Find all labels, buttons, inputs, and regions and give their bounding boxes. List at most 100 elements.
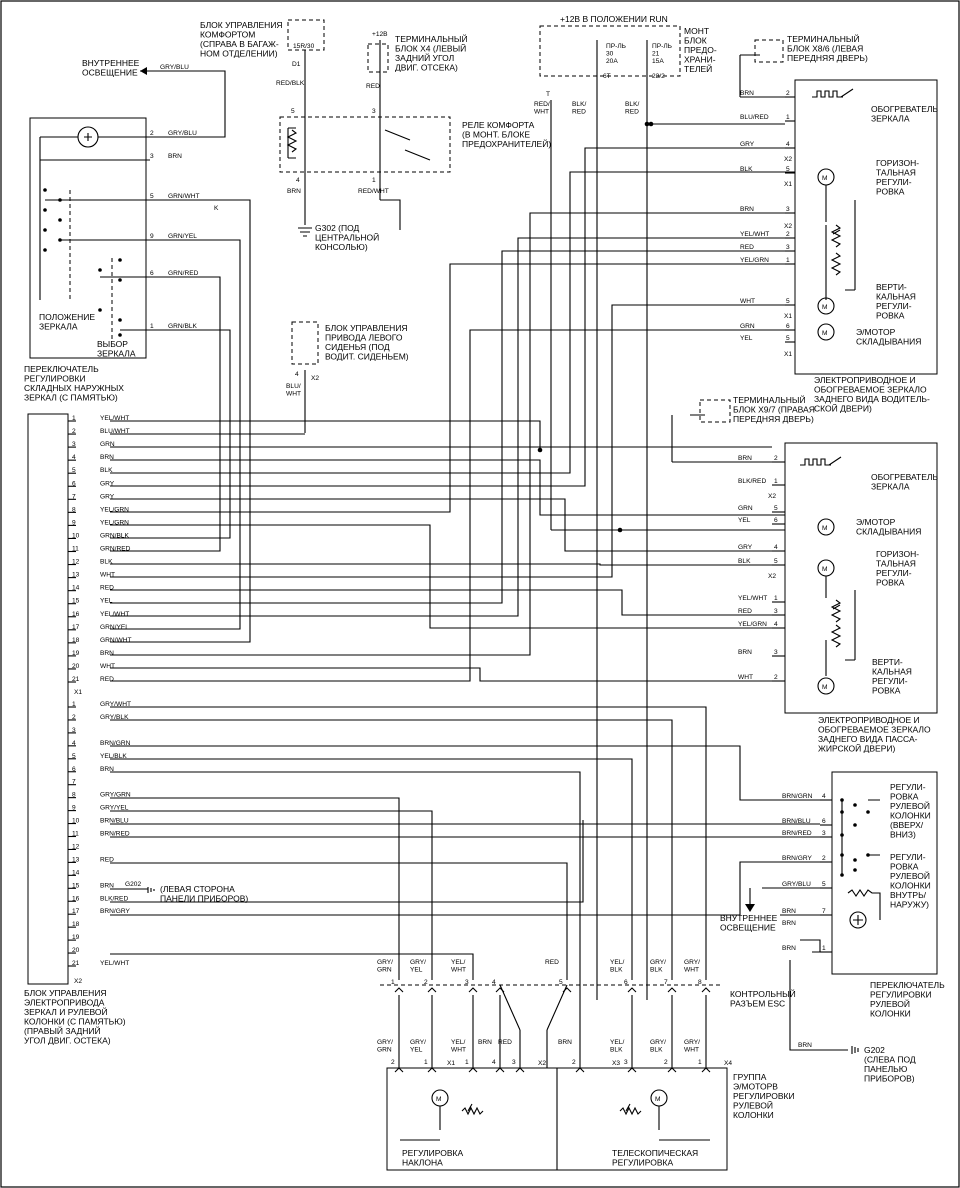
switch-wire-label: GRN/RED	[168, 270, 199, 277]
routing-wire	[110, 237, 795, 617]
routing-wire	[110, 862, 568, 980]
driver-pin-number: 5	[786, 335, 790, 342]
motor-m: M	[822, 304, 828, 311]
driver-pin-number: 1	[786, 114, 790, 121]
col-extra-wire: BRN	[782, 920, 796, 927]
ecu-x1-wire-label: BRN	[100, 454, 114, 461]
motor-pin-number: 1	[465, 1059, 469, 1066]
driver-pin-number: 6	[786, 323, 790, 330]
passenger-pin-number: 3	[774, 649, 778, 656]
motor-wire-label: GRY/YEL	[410, 1039, 426, 1053]
motor-fold-l-icon	[817, 323, 835, 341]
ecu-x1-pin-number: 16	[72, 611, 80, 618]
ecu-x2-wire-label: GRY/GRN	[100, 792, 131, 799]
ecu-x1-pin-number: 21	[72, 676, 80, 683]
junction-dot	[537, 447, 543, 453]
ecu-x1-wire-label: RED	[100, 676, 114, 683]
ground-g302-icon	[298, 227, 312, 237]
motor-fold-r-icon	[817, 518, 835, 536]
driver-wire-label: GRY	[740, 141, 755, 148]
esc-pin-number: 1	[391, 979, 395, 986]
ecu-x1-pin-number: 5	[72, 467, 76, 474]
wire-tag-red-blk: RED/BLK	[276, 80, 305, 87]
passenger-wire-label: YEL/GRN	[738, 621, 767, 628]
ecu-x2-pin-number: 7	[72, 779, 76, 786]
ecu-x2-wire-label: RED	[100, 856, 114, 863]
ecu-x1-pin-number: 2	[72, 428, 76, 435]
switch-wire-label: GRN/BLK	[168, 323, 198, 330]
driver-mirror-box	[794, 79, 938, 375]
motor-pins: GRY/GRN2GRY/YEL1YEL/WHT1BRN4RED3BRN2YEL/…	[377, 1039, 711, 1073]
motor-m: M	[822, 175, 828, 182]
switch-linkages	[69, 190, 113, 340]
memory-ecu-box	[27, 413, 69, 985]
driver-connector-tag: X1	[784, 313, 792, 320]
driver-wire-label: WHT	[740, 298, 755, 305]
motor-m: M	[822, 566, 828, 573]
ecu-x2-pin-number: 4	[72, 740, 76, 747]
routing-wire	[762, 887, 821, 953]
ecu-x2-wire-label: GRY/WHT	[100, 701, 131, 708]
ecu-x1-wire-label: BLK	[100, 559, 113, 566]
motor-wire-label: RED	[498, 1039, 512, 1046]
plus12-label: +12В	[372, 31, 388, 38]
ecu-x1-pin-number: 20	[72, 663, 80, 670]
pin-d1: D1	[292, 61, 301, 68]
col-pin-number: 5	[822, 881, 826, 888]
ecu-x2-pin-number: 20	[72, 947, 80, 954]
ecu-x1-label: X1	[74, 689, 82, 696]
esc-wire-label: YEL/BLK	[610, 959, 624, 973]
ecu-x2-wire-label: YEL/WHT	[100, 960, 129, 967]
esc-pin-chevron-icon	[468, 987, 478, 993]
esc-pin-chevron-icon	[427, 987, 437, 993]
routing-wire	[110, 667, 785, 682]
col-pin-number: 2	[822, 855, 826, 862]
pin-23-2: 23/2	[652, 73, 665, 80]
esc-pin-chevron-icon	[701, 987, 711, 993]
routing-wire	[110, 797, 400, 980]
passenger-pin-number: 5	[774, 558, 778, 565]
driver-pin-number: 3	[786, 206, 790, 213]
ecu-x2-pin-number: 17	[72, 908, 80, 915]
wire-tag-brn: BRN	[287, 188, 301, 195]
ground-g202-left-icon	[147, 887, 155, 893]
ecu-x1-pin-number: 14	[72, 585, 80, 592]
wire-tag-brn2: BRN	[798, 1042, 812, 1049]
col-pin-number: 3	[822, 830, 826, 837]
ecu-x1-wire-label: GRY	[100, 493, 115, 500]
driver-wire-label: BRN	[740, 90, 754, 97]
ecu-x2-pin-number: 19	[72, 934, 80, 941]
term-x8-box	[754, 39, 784, 63]
ecu-x2-pin-number: 1	[72, 701, 76, 708]
motor-m: M	[822, 525, 828, 532]
passenger-pin-number: 1	[774, 595, 778, 602]
driver-connector-tag: X1	[784, 181, 792, 188]
ecu-x2-pin-number: 2	[72, 714, 76, 721]
junction-dot	[644, 121, 650, 127]
col-switch-pins: 4BRN/GRN6BRN/BLU3BRN/RED2BRN/GRY5GRY/BLU…	[782, 793, 832, 953]
routing-wire	[110, 953, 474, 980]
pin-4: 4	[296, 177, 300, 184]
routing-wire	[110, 420, 541, 450]
ecu-x2-pin-number: 3	[72, 727, 76, 734]
pin-6t: 6T	[603, 73, 611, 80]
col-wire-label: BRN/RED	[782, 830, 812, 837]
col-pin-number: 6	[822, 818, 826, 825]
ecu-x1-pin-number: 4	[72, 454, 76, 461]
ecu-x1-wire-label: RED	[100, 585, 114, 592]
passenger-wire-label: GRY	[738, 544, 753, 551]
seat-pin-4: 4	[295, 371, 299, 378]
passenger-mirror-internal	[825, 576, 856, 676]
ecu-x2-pin-number: 15	[72, 882, 80, 889]
motor-pin-number: 2	[664, 1059, 668, 1066]
routing-wires	[110, 96, 821, 1068]
g202-tag: G202	[125, 881, 141, 888]
col-switch-lamp-icon	[849, 911, 867, 929]
